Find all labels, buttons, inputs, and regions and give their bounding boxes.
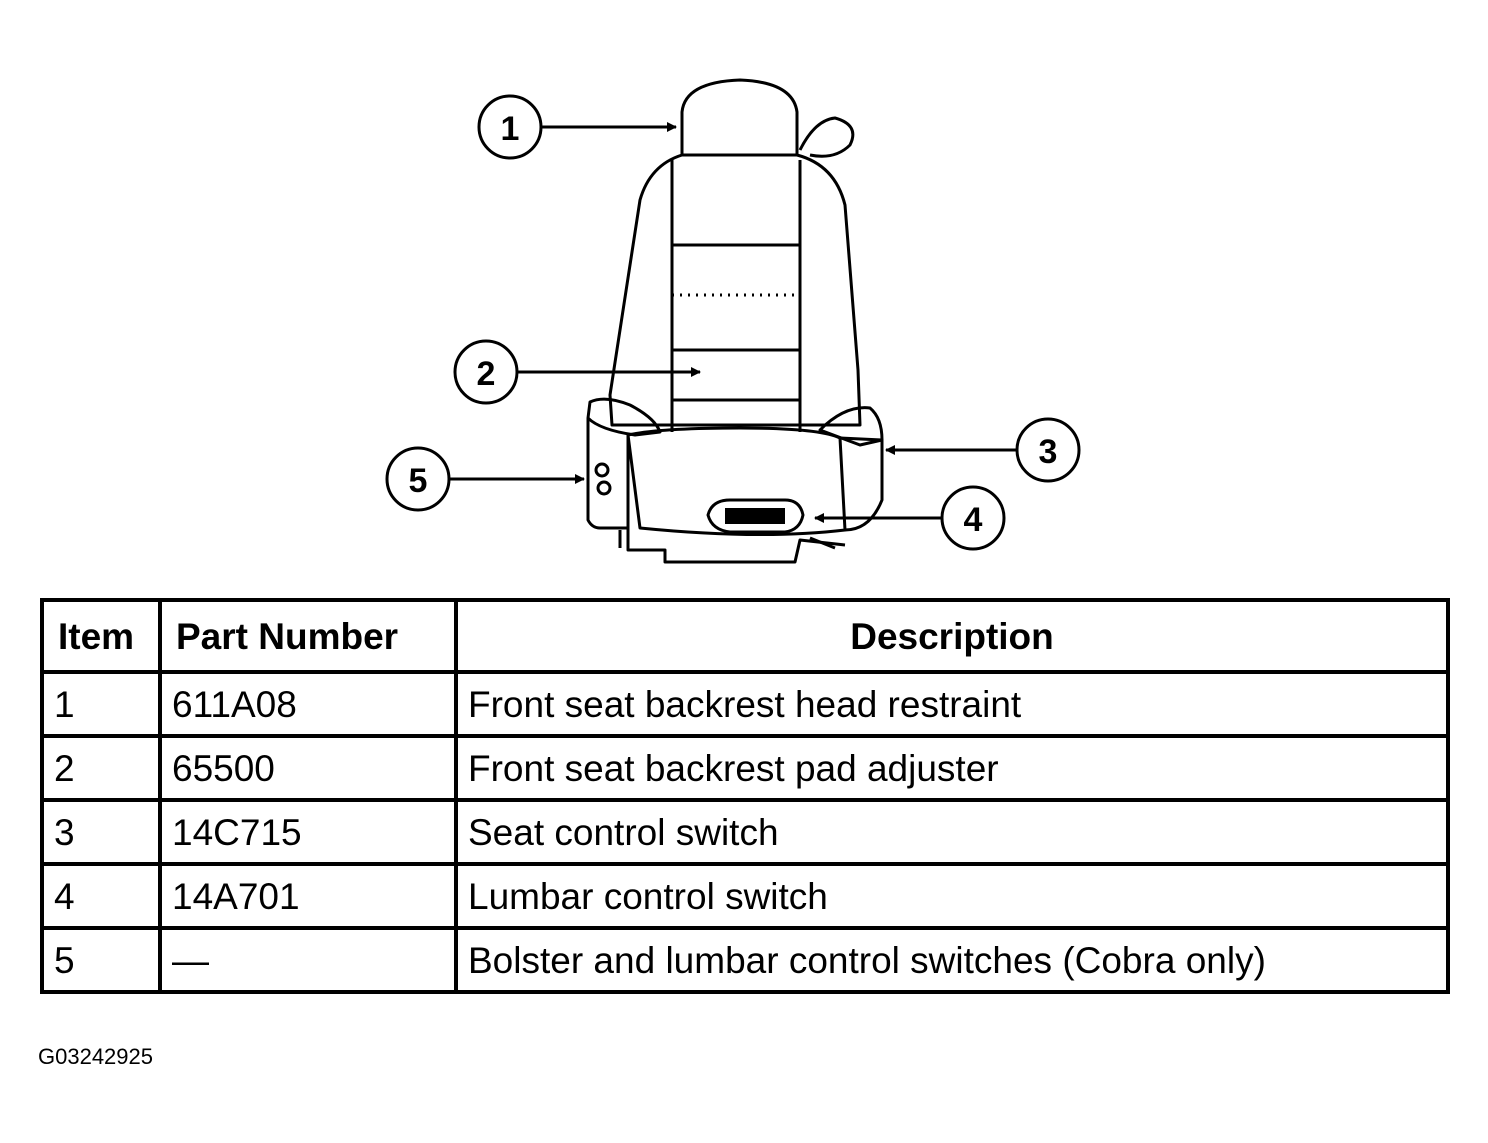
callout-4-label: 4 [964,501,983,539]
head-restraint [680,78,799,157]
callout-2 [453,339,519,405]
lumbar-switch [706,498,805,534]
cell-part-number: — [158,926,458,994]
cell-item: 2 [40,734,162,802]
cell-item: 4 [40,862,162,930]
callout-5-label: 5 [409,462,428,500]
header-part-number: Part Number [158,598,458,674]
cell-description: Front seat backrest pad adjuster [454,734,1450,802]
table-row: 3 14C715 Seat control switch [40,798,1450,866]
callout-5 [385,446,451,512]
table-header-row: Item Part Number Description [40,598,1450,674]
cell-description: Lumbar control switch [454,862,1450,930]
parts-table: Item Part Number Description 1 611A08 Fr… [40,598,1450,994]
cell-item: 3 [40,798,162,866]
seat-diagram: 1 2 3 4 5 [385,78,1081,564]
callout-2-label: 2 [477,355,496,393]
seat-cushion [626,426,847,537]
table-row: 2 65500 Front seat backrest pad adjuster [40,734,1450,802]
header-description: Description [454,598,1450,674]
cell-item: 1 [40,670,162,738]
figure-id: G03242925 [38,1044,153,1069]
callouts [385,94,1081,551]
callout-3-label: 3 [1039,433,1058,471]
cell-part-number: 14A701 [158,862,458,930]
right-bolster [818,406,884,447]
header-item: Item [40,598,162,674]
seat-track [626,528,846,564]
table-row: 5 — Bolster and lumbar control switches … [40,926,1450,994]
cell-description: Bolster and lumbar control switches (Cob… [454,926,1450,994]
cell-item: 5 [40,926,162,994]
table-row: 1 611A08 Front seat backrest head restra… [40,670,1450,738]
cell-part-number: 65500 [158,734,458,802]
callout-1-label: 1 [501,110,520,148]
seat-illustration [586,78,884,564]
callout-3 [1015,417,1081,483]
left-bolster [586,397,662,437]
side-shield [586,418,630,530]
backrest [608,153,862,427]
callout-4 [940,485,1006,551]
cell-description: Front seat backrest head restraint [454,670,1450,738]
cell-description: Seat control switch [454,798,1450,866]
cell-part-number: 14C715 [158,798,458,866]
cell-part-number: 611A08 [158,670,458,738]
callout-1 [477,94,543,160]
head-restraint-release [798,116,855,158]
table-row: 4 14A701 Lumbar control switch [40,862,1450,930]
